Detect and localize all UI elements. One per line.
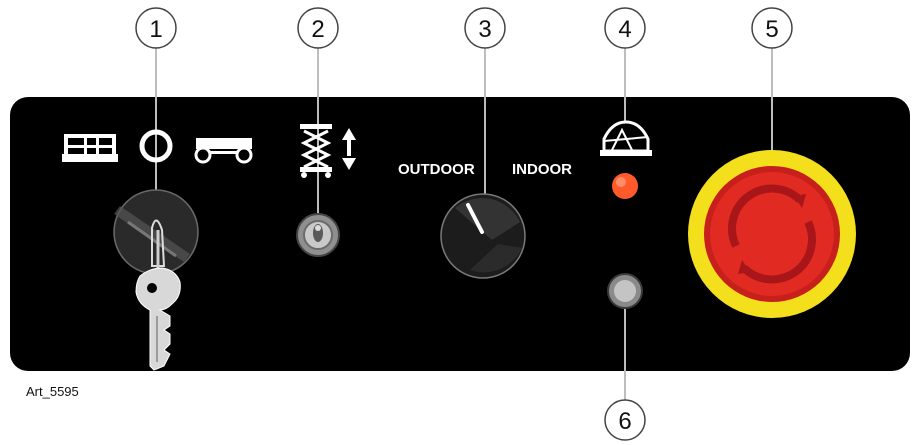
ground-control-icon	[194, 138, 253, 164]
callout-5-number: 5	[765, 16, 778, 43]
tilt-indicator-light	[612, 173, 638, 199]
lift-toggle-switch[interactable]	[296, 213, 340, 257]
key-switch[interactable]	[113, 189, 199, 275]
callout-1-number: 1	[149, 16, 162, 43]
outdoor-label: OUTDOOR	[398, 161, 475, 178]
callout-5: 5	[751, 7, 793, 49]
callout-6-number: 6	[618, 408, 631, 435]
callout-4: 4	[604, 7, 646, 49]
scissor-lift-up-down-icon	[300, 124, 356, 178]
indoor-label: INDOOR	[512, 161, 572, 178]
off-position-icon	[139, 129, 173, 163]
emergency-stop-icon[interactable]	[688, 150, 856, 318]
art-id-label: Art_5595	[26, 384, 79, 399]
callout-2-number: 2	[311, 16, 324, 43]
callout-1: 1	[135, 7, 177, 49]
platform-icon	[62, 134, 118, 162]
callout-3: 3	[464, 7, 506, 49]
push-button[interactable]	[607, 273, 643, 309]
callout-6: 6	[604, 399, 646, 441]
callout-4-number: 4	[618, 16, 631, 43]
callout-3-number: 3	[478, 16, 491, 43]
key-icon[interactable]	[135, 267, 181, 371]
outdoor-indoor-selector-knob[interactable]	[440, 193, 526, 279]
tilt-alarm-icon	[600, 120, 652, 156]
callout-2: 2	[297, 7, 339, 49]
